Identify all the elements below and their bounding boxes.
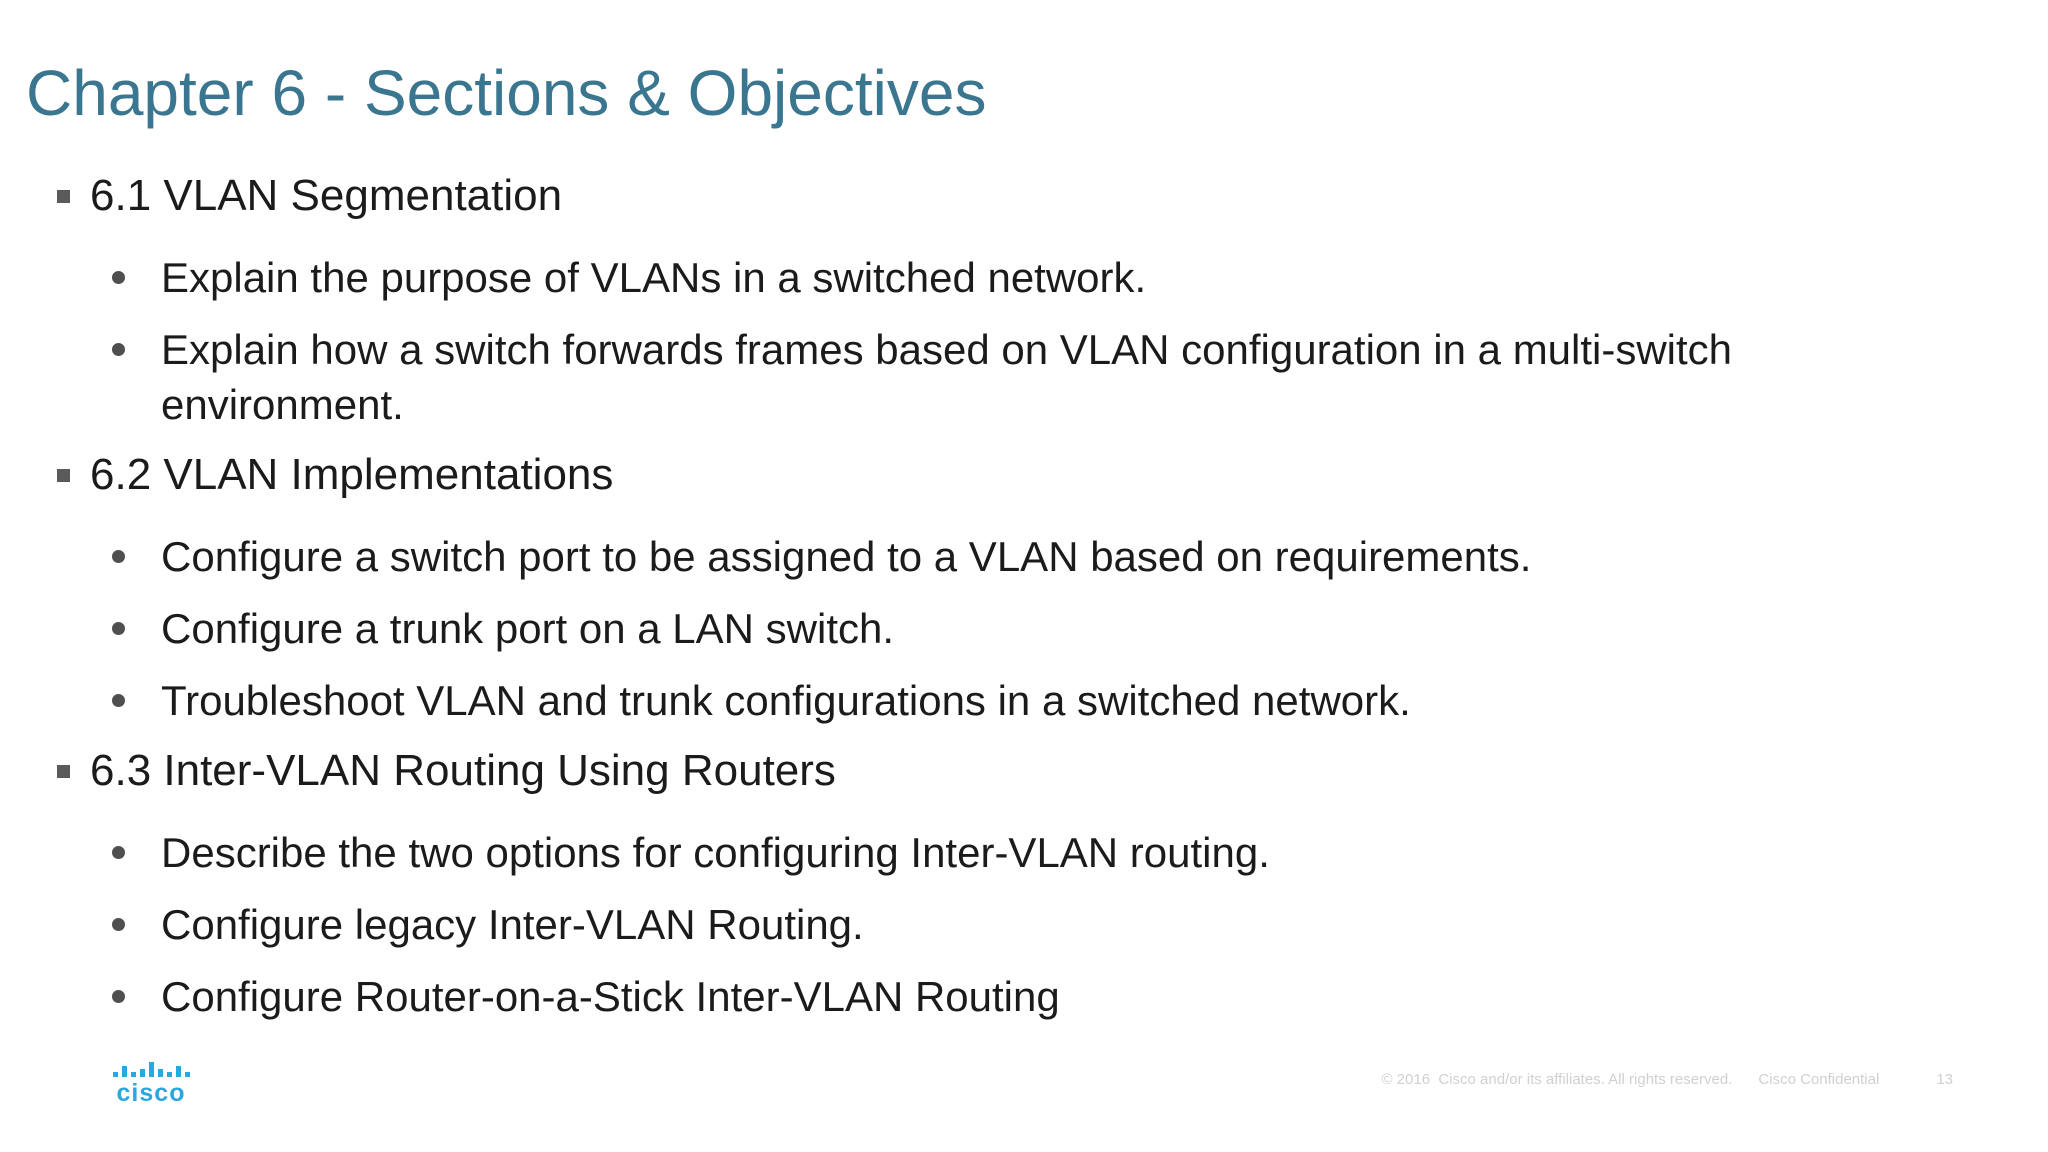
objective-item: Describe the two options for configuring… [57,825,1917,880]
objective-text: Configure a switch port to be assigned t… [161,533,1532,580]
section-6-3: 6.3 Inter-VLAN Routing Using Routers Des… [57,745,1917,1024]
square-bullet-icon [57,190,70,203]
section-6-1: 6.1 VLAN Segmentation Explain the purpos… [57,170,1917,432]
dot-bullet-icon [112,694,125,707]
section-heading: 6.3 Inter-VLAN Routing Using Routers [57,745,1917,797]
dot-bullet-icon [112,918,125,931]
objective-text: Explain how a switch forwards frames bas… [161,326,1733,428]
objective-item: Troubleshoot VLAN and trunk configuratio… [57,673,1917,728]
objective-item: Configure a switch port to be assigned t… [57,529,1917,584]
section-heading-text: 6.2 VLAN Implementations [90,450,614,499]
dot-bullet-icon [112,343,125,356]
section-6-2: 6.2 VLAN Implementations Configure a swi… [57,449,1917,728]
square-bullet-icon [57,469,70,482]
objective-item: Explain how a switch forwards frames bas… [57,322,1917,432]
objective-text: Configure legacy Inter-VLAN Routing. [161,901,864,948]
copyright-text: © 2016 Cisco and/or its affiliates. All … [1381,1071,1733,1088]
dot-bullet-icon [112,846,125,859]
objectives-list: Explain the purpose of VLANs in a switch… [57,250,1917,432]
objective-item: Explain the purpose of VLANs in a switch… [57,250,1917,305]
objective-item: Configure a trunk port on a LAN switch. [57,601,1917,656]
objective-text: Configure Router-on-a-Stick Inter-VLAN R… [161,973,1060,1020]
page-title: Chapter 6 - Sections & Objectives [26,57,987,129]
page-number: 13 [1936,1071,1953,1088]
cisco-logo: cisco [111,1062,191,1106]
dot-bullet-icon [112,622,125,635]
objective-text: Explain the purpose of VLANs in a switch… [161,254,1147,301]
section-heading: 6.1 VLAN Segmentation [57,170,1917,222]
cisco-wordmark: cisco [116,1079,186,1107]
dot-bullet-icon [112,550,125,563]
objectives-list: Describe the two options for configuring… [57,825,1917,1024]
objective-item: Configure Router-on-a-Stick Inter-VLAN R… [57,969,1917,1024]
section-heading-text: 6.1 VLAN Segmentation [90,171,563,220]
objective-text: Describe the two options for configuring… [161,829,1270,876]
slide-content: 6.1 VLAN Segmentation Explain the purpos… [57,170,1917,1041]
section-heading: 6.2 VLAN Implementations [57,449,1917,501]
dot-bullet-icon [112,271,125,284]
confidential-text: Cisco Confidential [1758,1071,1880,1088]
dot-bullet-icon [112,990,125,1003]
objective-text: Troubleshoot VLAN and trunk configuratio… [161,677,1411,724]
cisco-logo-bars-icon [112,1062,190,1077]
square-bullet-icon [57,765,70,778]
objectives-list: Configure a switch port to be assigned t… [57,529,1917,728]
objective-text: Configure a trunk port on a LAN switch. [161,605,895,652]
section-heading-text: 6.3 Inter-VLAN Routing Using Routers [90,746,836,795]
footer: © 2016 Cisco and/or its affiliates. All … [1381,1071,1953,1088]
objective-item: Configure legacy Inter-VLAN Routing. [57,897,1917,952]
